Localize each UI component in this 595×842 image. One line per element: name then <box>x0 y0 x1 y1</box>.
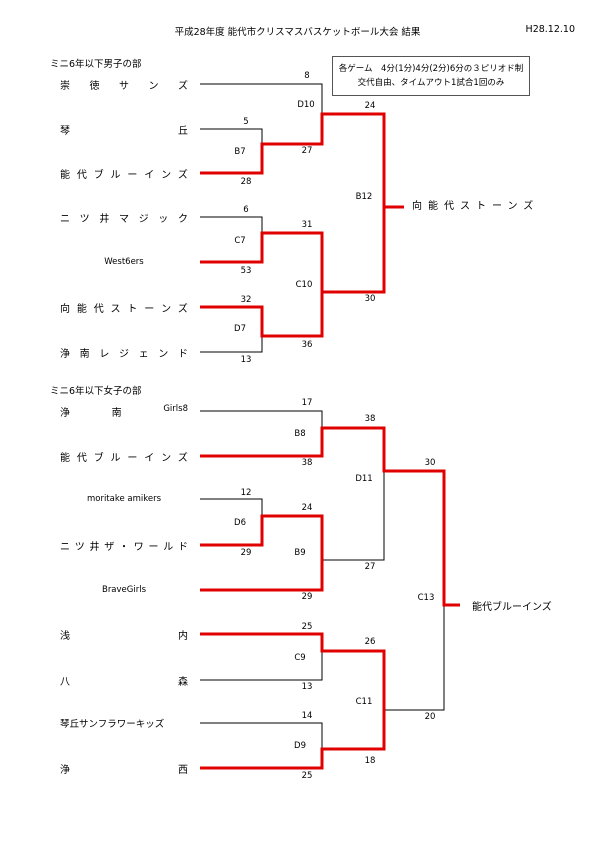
rules-line-1: 各ゲーム 4分(1分)4分(2分)6分の３ピリオド制 <box>338 64 524 74</box>
boys-line-noshiro <box>200 112 404 209</box>
team-kotooka-sunflower: 琴丘サンフラワーキッズ <box>60 719 165 730</box>
team-noshiro-boys: 能代ブルーインズ <box>60 170 188 181</box>
boys-line-sutoku <box>200 83 323 114</box>
match-label: C10 <box>295 280 313 290</box>
team-jonan-legend: 浄南レジェンド <box>60 349 188 360</box>
score: 29 <box>301 592 313 602</box>
boys-line-west <box>200 207 386 294</box>
match-label: B9 <box>294 548 306 558</box>
score: 8 <box>304 71 310 81</box>
girls-line-noshiro <box>200 426 460 607</box>
girls-line-asanai <box>200 632 386 710</box>
score: 18 <box>364 756 376 766</box>
score: 24 <box>364 101 376 111</box>
team-niboi-world: ニツ井ザ・ワールド <box>60 542 188 553</box>
score: 32 <box>240 295 252 305</box>
girls-line-d11 <box>322 471 385 561</box>
score: 6 <box>243 205 249 215</box>
score: 14 <box>301 711 313 721</box>
score: 27 <box>364 562 376 572</box>
match-label: B12 <box>355 192 373 202</box>
match-label: D11 <box>355 474 373 484</box>
boys-line-koto <box>200 128 263 144</box>
score: 29 <box>240 548 252 558</box>
score: 13 <box>301 682 313 692</box>
girls-line-c13 <box>384 605 445 711</box>
match-label: B8 <box>294 429 306 439</box>
team-bravegirls: BraveGirls <box>101 585 147 595</box>
team-moritake: moritake amikers <box>86 494 162 504</box>
boys-line-jonan <box>200 336 263 353</box>
boys-champion: 向能代ストーンズ <box>412 201 540 212</box>
girls-line-josai <box>200 710 386 770</box>
boys-line-niboi <box>200 216 263 233</box>
team-asanai: 浅内 <box>60 631 188 642</box>
girls-line-kotooka <box>200 722 323 749</box>
team-koto: 琴丘 <box>60 126 188 137</box>
rules-box: 各ゲーム 4分(1分)4分(2分)6分の３ピリオド制 交代自由、タイムアウト1試… <box>332 56 530 96</box>
match-label: C11 <box>355 697 373 707</box>
match-label: C7 <box>234 236 246 246</box>
score: 31 <box>301 220 313 230</box>
team-sutoku: 崇徳サンズ <box>60 81 188 92</box>
score: 25 <box>301 622 313 632</box>
score: 24 <box>301 503 313 513</box>
score: 30 <box>364 294 376 304</box>
girls-line-niboi <box>200 514 324 560</box>
girls-line-hachimori <box>200 651 323 681</box>
match-label: B7 <box>234 147 246 157</box>
score: 30 <box>424 458 436 468</box>
score: 13 <box>240 355 252 365</box>
score: 38 <box>364 414 376 424</box>
team-niboi-magic: ニツ井マジック <box>60 214 188 225</box>
score: 26 <box>364 637 376 647</box>
team-noshiro-girls: 能代ブルーインズ <box>60 453 188 464</box>
score: 5 <box>243 117 249 127</box>
match-label: D6 <box>234 518 246 528</box>
team-hachimori: 八森 <box>60 677 188 688</box>
girls-line-jonan-g8 <box>200 410 323 428</box>
boys-line-mukai <box>200 292 324 338</box>
match-label: D7 <box>234 324 246 334</box>
girls-section-title: ミニ6年以下女子の部 <box>50 386 142 397</box>
match-label: D10 <box>297 100 315 110</box>
score: 53 <box>240 266 252 276</box>
girls-line-moritake <box>200 498 263 516</box>
page-title: 平成28年度 能代市クリスマスバスケットボール大会 結果 <box>174 27 421 38</box>
date-label: H28.12.10 <box>525 24 575 35</box>
match-label: C13 <box>417 593 435 603</box>
score: 36 <box>301 340 313 350</box>
score: 25 <box>301 771 313 781</box>
score: 17 <box>301 398 313 408</box>
score: 12 <box>240 488 252 498</box>
girls-line-brave <box>200 560 324 592</box>
team-west6ers: West6ers <box>104 257 144 267</box>
team-mukai-noshiro: 向能代ストーンズ <box>60 304 188 315</box>
score: 38 <box>301 458 313 468</box>
boys-section-title: ミニ6年以下男子の部 <box>50 59 142 70</box>
girls-champion: 能代ブルーインズ <box>472 602 552 613</box>
match-label: C9 <box>294 653 306 663</box>
match-label: D9 <box>294 741 306 751</box>
score: 20 <box>424 712 436 722</box>
rules-line-2: 交代自由、タイムアウト1試合1回のみ <box>357 78 505 88</box>
score: 27 <box>301 146 313 156</box>
score: 28 <box>240 177 252 187</box>
team-josai: 浄西 <box>60 765 188 776</box>
